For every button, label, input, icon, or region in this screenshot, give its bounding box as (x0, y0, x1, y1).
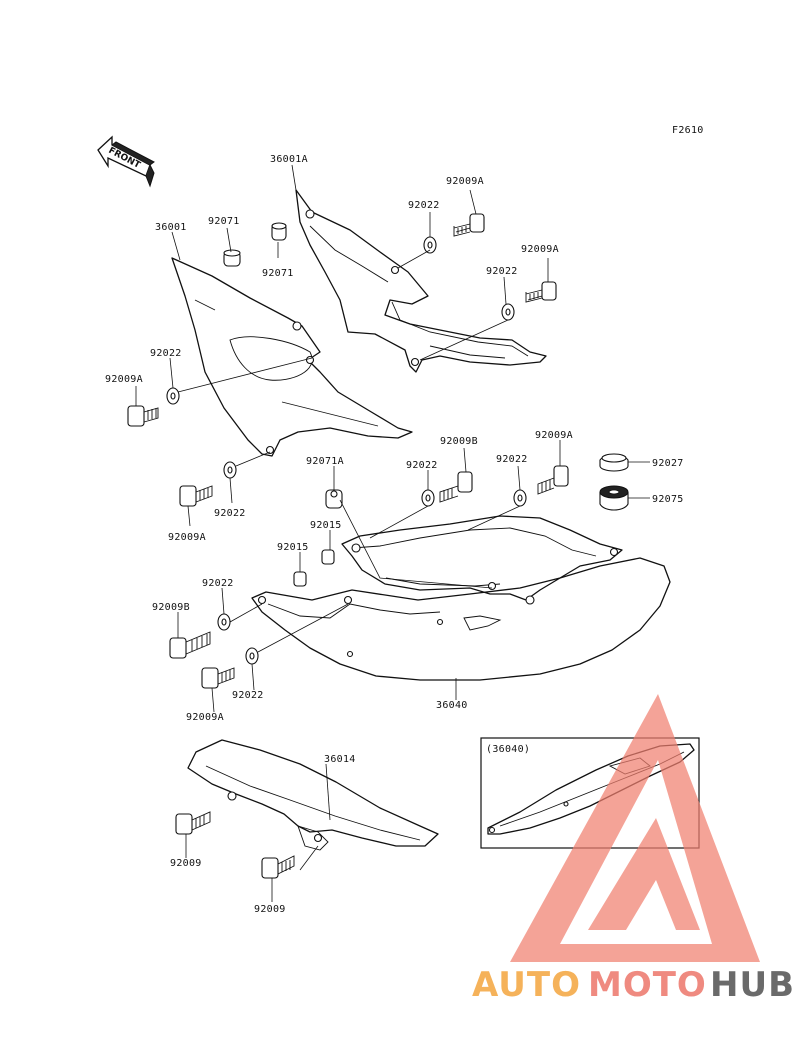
label-36014: 36014 (324, 754, 356, 765)
grommet-92071A (325, 489, 343, 509)
collar-92015-b (293, 571, 307, 587)
label-92009A-d: 92009A (186, 712, 224, 723)
bolt-92009A-a (453, 213, 485, 237)
washer-92022-left (166, 387, 180, 405)
front-arrow-icon: FRONT (97, 135, 155, 188)
bolt-92009B-top (439, 471, 473, 503)
bolt-92009-a (175, 811, 211, 835)
cover-36014 (187, 739, 439, 851)
inset-ref-label: (36040) (486, 744, 530, 755)
label-92009A-left2: 92009A (168, 532, 206, 543)
label-92009B-top: 92009B (440, 436, 478, 447)
label-92009A-c: 92009A (535, 430, 573, 441)
label-92009A-b: 92009A (521, 244, 559, 255)
label-92009-a: 92009 (170, 858, 202, 869)
bolt-92009A-c (537, 465, 569, 495)
side-cover-36001A (295, 189, 547, 373)
washer-92022-d (513, 489, 527, 507)
label-92022-c: 92022 (406, 460, 438, 471)
washer-92022-a (423, 236, 437, 254)
bolt-92009A-d (201, 667, 235, 689)
label-36001A: 36001A (270, 154, 308, 165)
washer-92022-e (217, 613, 231, 631)
label-92009B-left: 92009B (152, 602, 190, 613)
washer-92022-c (421, 489, 435, 507)
label-92022-b: 92022 (486, 266, 518, 277)
bolt-92009-b (261, 855, 295, 879)
grommet-92071-mid (271, 222, 287, 241)
label-92022-a: 92022 (408, 200, 440, 211)
label-92022-d: 92022 (496, 454, 528, 465)
collar-92015-a (321, 549, 335, 565)
label-36040: 36040 (436, 700, 468, 711)
watermark-auto: AUTO (472, 965, 581, 1005)
bolt-92009A-b (525, 281, 557, 303)
side-cover-36001 (171, 257, 413, 457)
label-92022-f: 92022 (232, 690, 264, 701)
washer-92022-b (501, 303, 515, 321)
figure-code: F2610 (672, 125, 704, 136)
watermark-hub: HUB (710, 965, 795, 1005)
watermark-moto: MOTO (588, 965, 707, 1005)
tail-cover-36040 (251, 515, 671, 681)
label-92071A: 92071A (306, 456, 344, 467)
label-92075: 92075 (652, 494, 684, 505)
bolt-92009B-left (169, 631, 211, 659)
label-92009A-a: 92009A (446, 176, 484, 187)
label-92027: 92027 (652, 458, 684, 469)
label-92071-mid: 92071 (262, 268, 294, 279)
automotohub-logo (510, 694, 760, 962)
damper-92075 (599, 485, 629, 511)
leader-lines (135, 164, 650, 902)
watermark-text: AUTO MOTO HUB (472, 965, 795, 1005)
bolt-92009A-left (127, 405, 159, 427)
label-92009A-left: 92009A (105, 374, 143, 385)
label-92022-left2: 92022 (214, 508, 246, 519)
label-92022-e: 92022 (202, 578, 234, 589)
label-92015-a: 92015 (310, 520, 342, 531)
bolt-92009A-left2 (179, 485, 213, 507)
label-36001: 36001 (155, 222, 187, 233)
label-92071-top: 92071 (208, 216, 240, 227)
cap-92027 (599, 453, 629, 472)
label-92022-left: 92022 (150, 348, 182, 359)
label-92015-b: 92015 (277, 542, 309, 553)
grommet-92071-top (223, 249, 241, 267)
label-92009-b: 92009 (254, 904, 286, 915)
washer-92022-left2 (223, 461, 237, 479)
washer-92022-f (245, 647, 259, 665)
